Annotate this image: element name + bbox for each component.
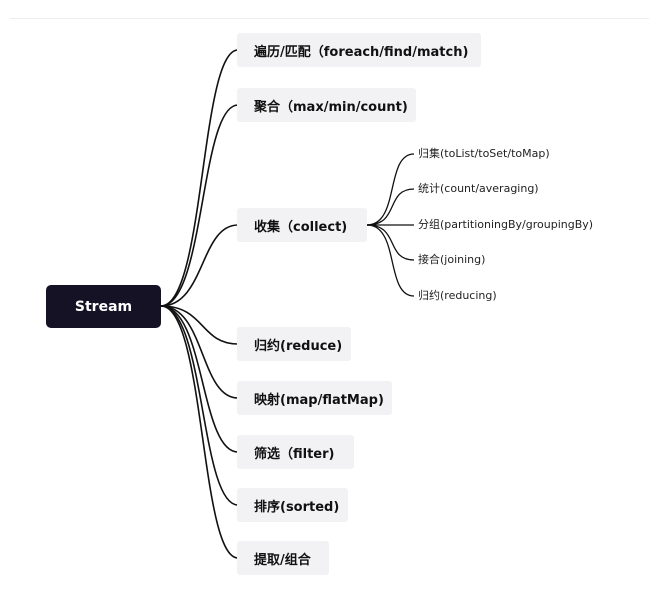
top-divider bbox=[10, 18, 649, 19]
leaf-partitioning-grouping: 分组(partitioningBy/groupingBy) bbox=[418, 218, 594, 231]
edge-root-map bbox=[160, 305, 239, 399]
branch-sorted: 排序(sorted) bbox=[237, 488, 348, 522]
edge-collect-count bbox=[366, 188, 415, 226]
edge-root-foreach bbox=[160, 49, 239, 307]
edge-collect-reducing bbox=[366, 224, 415, 297]
edge-root-aggregate bbox=[160, 104, 239, 307]
root-node-stream: Stream bbox=[46, 285, 161, 328]
branch-foreach-find-match: 遍历/匹配（foreach/find/match) bbox=[237, 33, 481, 67]
edge-root-sorted bbox=[160, 305, 239, 506]
edge-root-extract bbox=[160, 305, 239, 559]
leaf-count-averaging: 统计(count/averaging) bbox=[418, 182, 539, 195]
branch-map: 映射(map/flatMap) bbox=[237, 381, 392, 415]
leaf-tolist-toset-tomap: 归集(toList/toSet/toMap) bbox=[418, 147, 550, 160]
edge-collect-tolist bbox=[366, 153, 415, 226]
edge-root-collect bbox=[160, 224, 239, 307]
branch-filter: 筛选（filter) bbox=[237, 435, 354, 469]
edge-root-reduce bbox=[160, 305, 239, 345]
branch-reduce: 归约(reduce) bbox=[237, 327, 351, 361]
branch-aggregate: 聚合（max/min/count) bbox=[237, 88, 416, 122]
leaf-joining: 接合(joining) bbox=[418, 253, 486, 266]
leaf-reducing: 归约(reducing) bbox=[418, 289, 497, 302]
branch-extract-combine: 提取/组合 bbox=[237, 541, 329, 575]
branch-collect: 收集（collect) bbox=[237, 208, 367, 242]
edge-collect-joining bbox=[366, 224, 415, 261]
edge-root-filter bbox=[160, 305, 239, 453]
